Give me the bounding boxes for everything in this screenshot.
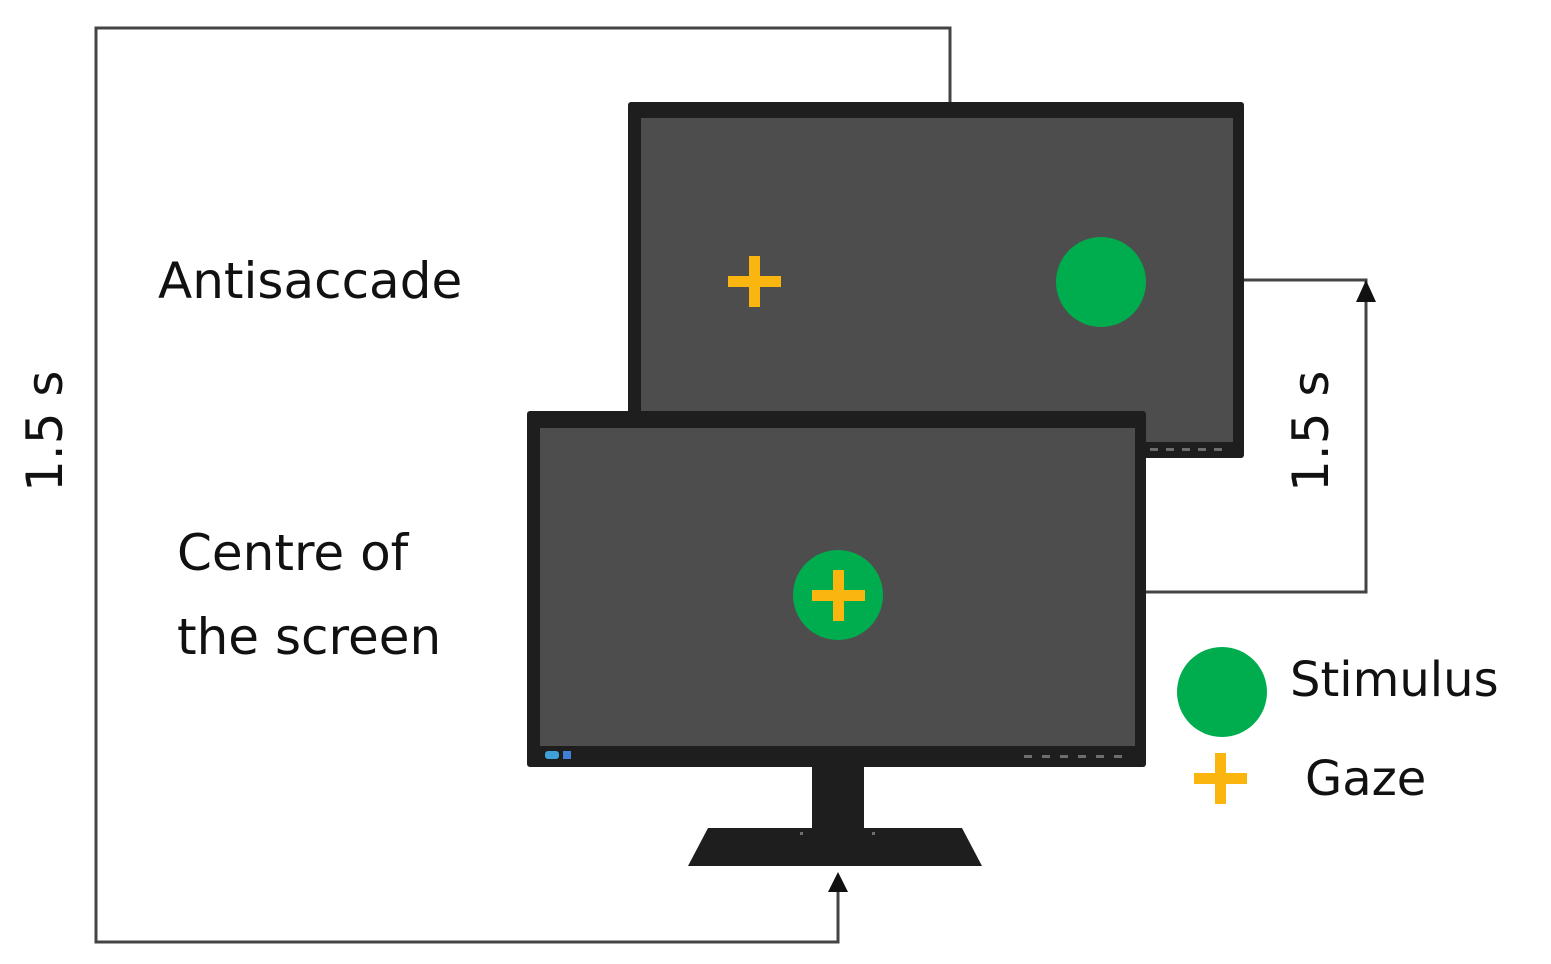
antisaccade-monitor-buttons [1150, 448, 1222, 451]
centre-label-line2: the screen [177, 608, 441, 666]
centre-label-line1: Centre of [177, 524, 410, 582]
inner-duration-label: 1.5 s [1282, 371, 1340, 492]
outer-duration-label: 1.5 s [16, 371, 74, 492]
antisaccade-gaze-icon [728, 256, 781, 307]
inner-loop-connector [1244, 278, 1368, 298]
centre-monitor-buttons [1024, 755, 1122, 758]
centre-monitor-logo-icon [545, 751, 571, 759]
outer-loop-arrow-head [828, 872, 848, 892]
legend: Stimulus Gaze [1177, 647, 1499, 807]
antisaccade-monitor [628, 102, 1244, 458]
antisaccade-stimulus-icon [1056, 237, 1146, 327]
legend-gaze-label: Gaze [1305, 751, 1426, 807]
inner-loop-arrow-head [1356, 280, 1376, 302]
inner-loop-line [1146, 296, 1368, 594]
centre-monitor [527, 411, 1146, 866]
centre-gaze-icon [812, 570, 865, 621]
antisaccade-label: Antisaccade [158, 252, 462, 310]
outer-loop-line [94, 26, 952, 944]
legend-gaze-icon [1194, 753, 1247, 804]
legend-stimulus-icon [1177, 647, 1267, 737]
legend-stimulus-label: Stimulus [1290, 652, 1499, 708]
centre-monitor-stand-neck [812, 764, 864, 834]
centre-monitor-stand-base [688, 828, 982, 866]
